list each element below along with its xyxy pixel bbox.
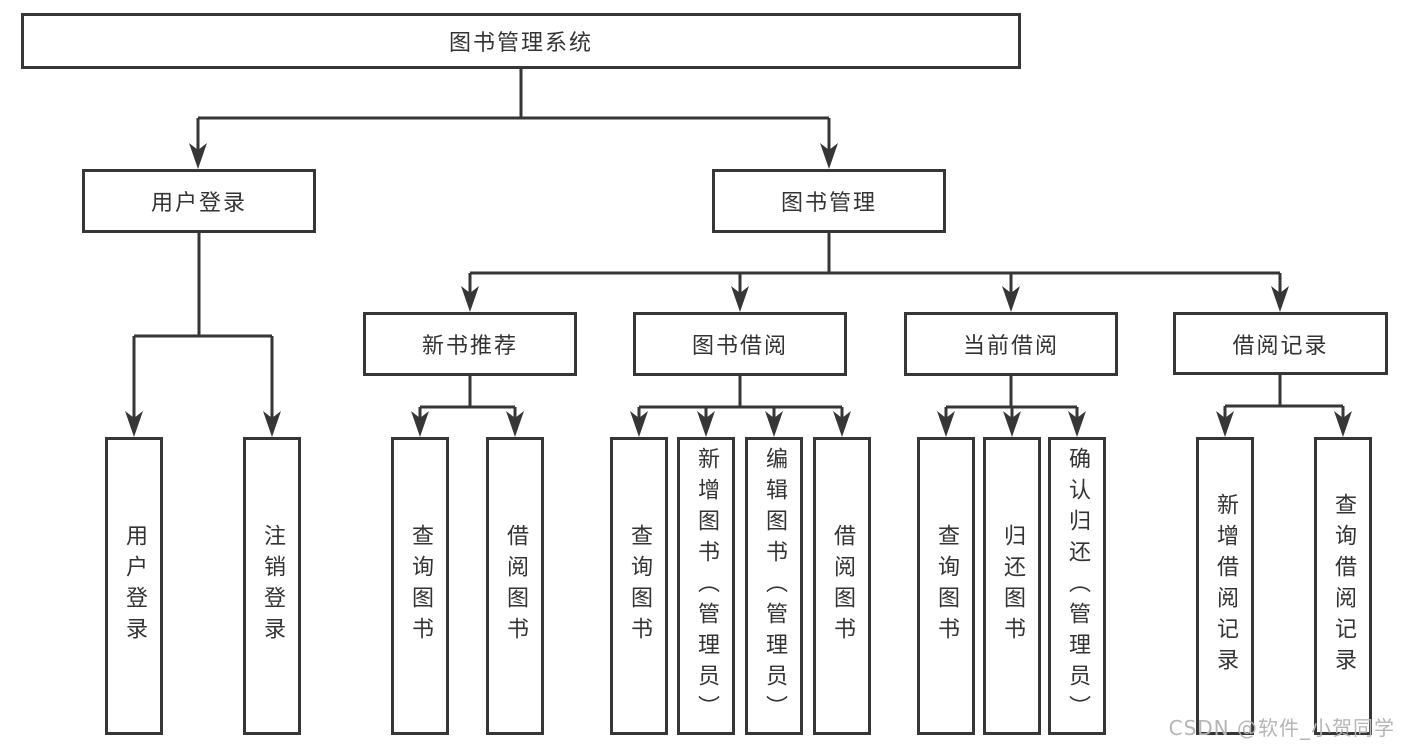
leaf-return-book-label: 归还图书 — [1000, 524, 1025, 648]
leaf-query-book-recommend-label: 查询图书 — [408, 524, 433, 648]
leaf-borrow-book: 借阅图书 — [813, 437, 871, 735]
leaf-logout: 注销登录 — [243, 437, 301, 735]
leaf-logout-label: 注销登录 — [260, 524, 285, 648]
leaf-add-book-admin: 新增图书（管理员） — [677, 437, 735, 735]
leaf-user-login-label: 用户登录 — [122, 524, 147, 648]
leaf-query-borrow-record-label: 查询借阅记录 — [1331, 493, 1356, 679]
node-new-book-recommend: 新书推荐 — [363, 312, 577, 376]
leaf-return-book: 归还图书 — [983, 437, 1041, 735]
leaf-query-book-borrow-label: 查询图书 — [627, 524, 652, 648]
leaf-add-book-admin-label: 新增图书（管理员） — [694, 446, 719, 726]
node-book-borrow: 图书借阅 — [633, 312, 847, 376]
leaf-user-login: 用户登录 — [105, 437, 163, 735]
node-new-book-recommend-label: 新书推荐 — [421, 334, 518, 359]
leaf-query-book-borrow: 查询图书 — [610, 437, 668, 735]
leaf-edit-book-admin: 编辑图书（管理员） — [745, 437, 803, 735]
leaf-query-book-current-label: 查询图书 — [934, 524, 959, 648]
node-user-login-label: 用户登录 — [150, 191, 247, 216]
node-root-label: 图书管理系统 — [448, 31, 593, 56]
watermark: CSDN @软件_小贺同学 — [1168, 716, 1395, 740]
leaf-add-borrow-record-label: 新增借阅记录 — [1213, 493, 1238, 679]
leaf-query-book-recommend: 查询图书 — [391, 437, 449, 735]
leaf-borrow-book-label: 借阅图书 — [830, 524, 855, 648]
node-borrow-record-label: 借阅记录 — [1232, 333, 1329, 359]
node-current-borrow: 当前借阅 — [904, 312, 1118, 376]
leaf-confirm-return-admin: 确认归还（管理员） — [1048, 437, 1106, 735]
leaf-add-borrow-record: 新增借阅记录 — [1196, 437, 1254, 735]
node-book-management: 图书管理 — [712, 169, 946, 233]
node-book-borrow-label: 图书借阅 — [691, 334, 788, 359]
node-root: 图书管理系统 — [21, 13, 1021, 69]
node-user-login: 用户登录 — [82, 169, 316, 233]
leaf-borrow-book-recommend: 借阅图书 — [486, 437, 544, 735]
node-current-borrow-label: 当前借阅 — [962, 334, 1059, 359]
node-book-management-label: 图书管理 — [780, 191, 877, 216]
leaf-confirm-return-admin-label: 确认归还（管理员） — [1065, 446, 1090, 726]
leaf-borrow-book-recommend-label: 借阅图书 — [503, 524, 528, 648]
leaf-query-book-current: 查询图书 — [917, 437, 975, 735]
leaf-query-borrow-record: 查询借阅记录 — [1314, 437, 1372, 735]
node-borrow-record: 借阅记录 — [1173, 312, 1388, 375]
leaf-edit-book-admin-label: 编辑图书（管理员） — [762, 446, 787, 726]
